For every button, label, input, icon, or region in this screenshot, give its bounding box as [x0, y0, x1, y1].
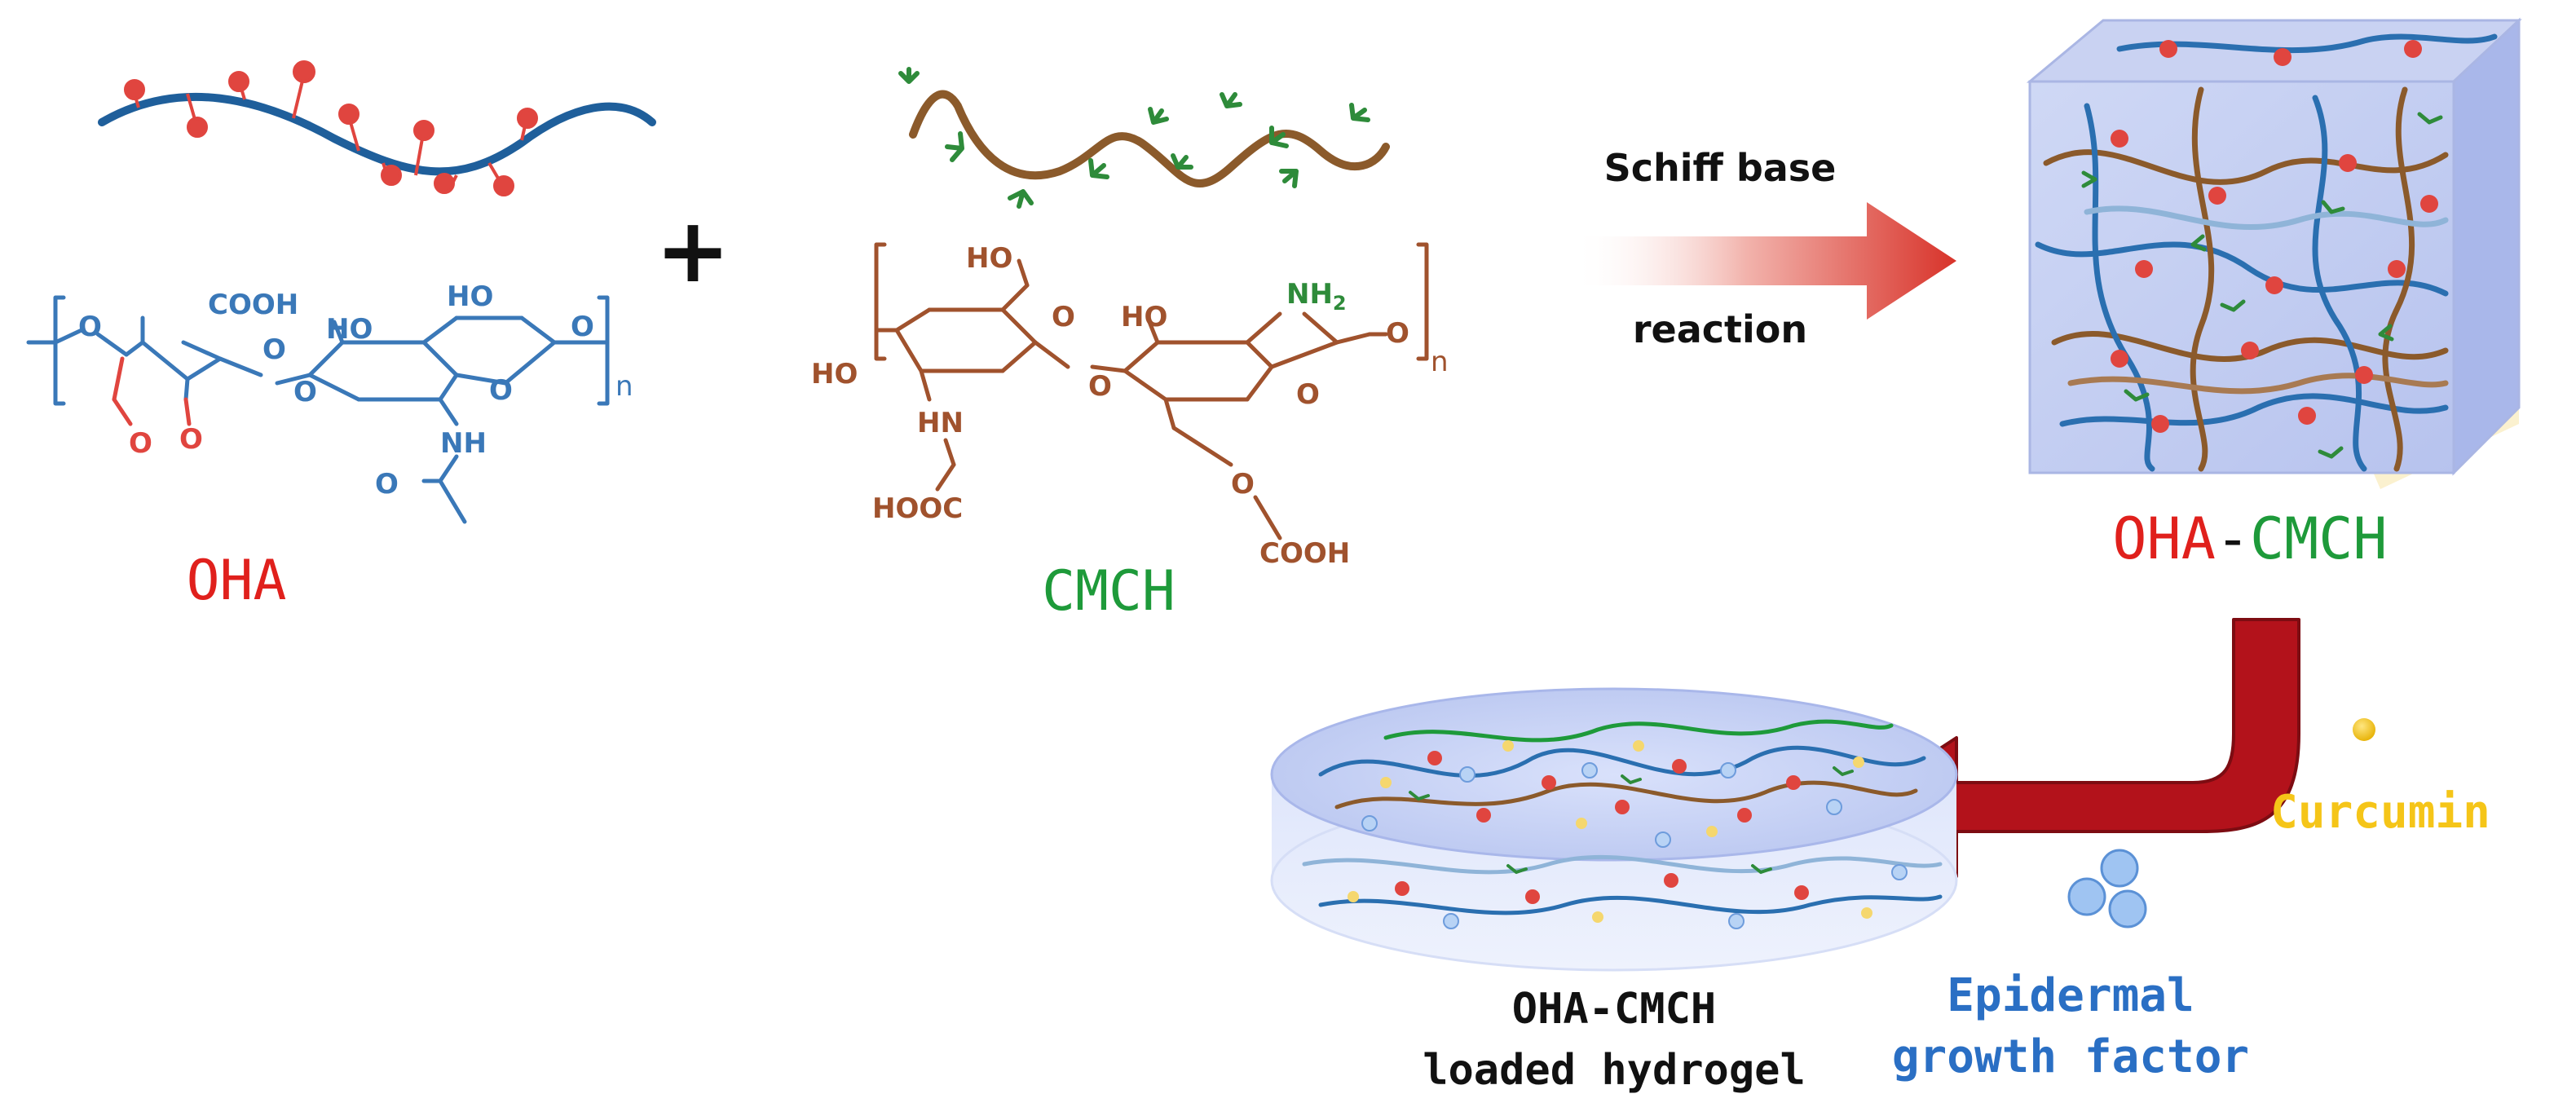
- oha-atom-o-link-left: O: [293, 376, 317, 408]
- oha-atom-o-right: O: [571, 311, 594, 343]
- cmch-atom-hn: HN: [917, 407, 964, 439]
- loading-arrow: [1849, 618, 2300, 878]
- disk-top: [1270, 687, 1958, 862]
- cmch-atom-nh2: NH2: [1286, 278, 1347, 315]
- cube-side: [2452, 17, 2521, 476]
- reaction-label-line2: reaction: [1633, 307, 1807, 351]
- curcumin-label: Curcumin: [2270, 786, 2490, 839]
- egf-label-line2: growth factor: [1892, 1030, 2249, 1083]
- cmch-atom-o-ether: O: [1231, 468, 1255, 501]
- oha-atom-ho2: HO: [447, 280, 493, 313]
- cmch-atom-n-sub: n: [1431, 346, 1449, 378]
- cmch-chain: [909, 90, 1390, 187]
- cmch-chain-illustration: [898, 67, 1390, 209]
- plus-sign: +: [655, 198, 730, 302]
- oha-atom-cooh: COOH: [208, 289, 298, 321]
- oha-chain: [98, 92, 656, 176]
- cmch-amine-branches: [898, 67, 1370, 209]
- oha-aldehyde-beads: [124, 60, 538, 196]
- oha-atom-ho: HO: [326, 313, 373, 346]
- oha-atom-n-sub: n: [615, 370, 633, 403]
- cmch-atom-ho-left: HO: [811, 358, 858, 390]
- oha-atom-o-link-mid: O: [489, 374, 513, 407]
- hydrogel-cube: [2026, 17, 2522, 489]
- oha-chain-illustration: [98, 60, 656, 196]
- cmch-label: CMCH: [1042, 559, 1176, 624]
- cmch-atom-o-right: O: [1386, 317, 1409, 350]
- egf-icon: [2067, 849, 2147, 929]
- loaded-label-line2: loaded hydrogel: [1423, 1046, 1806, 1095]
- oha-label: OHA: [187, 549, 287, 613]
- product-label-cmch: CMCH: [2250, 505, 2388, 572]
- loaded-label-line1: OHA-CMCH: [1512, 985, 1716, 1034]
- cmch-atom-cooh: COOH: [1259, 537, 1350, 570]
- oha-atom-o-ald1: O: [129, 427, 152, 460]
- product-label-backdrop: [2022, 489, 2478, 579]
- oha-atom-o-acetyl: O: [375, 468, 399, 501]
- loaded-hydrogel-disk: [1270, 687, 1958, 972]
- product-label: OHA-CMCH: [2112, 505, 2387, 572]
- cmch-atom-ho-top: HO: [966, 242, 1012, 275]
- oha-atom-o-ring1: O: [78, 311, 102, 343]
- cmch-atom-hooc: HOOC: [872, 492, 963, 525]
- oha-atom-o-ald2: O: [179, 423, 203, 456]
- product-label-oha: OHA: [2112, 505, 2215, 572]
- oha-structure: [26, 295, 610, 524]
- egf-label-line1: Epidermal: [1947, 969, 2194, 1022]
- oha-aldehydes: [112, 356, 192, 426]
- cmch-atom-o-ring2: O: [1296, 378, 1320, 411]
- reaction-label-line1: Schiff base: [1604, 146, 1837, 190]
- oha-atom-nh: NH: [440, 427, 487, 460]
- oha-atom-o-ring2: O: [262, 333, 286, 366]
- cmch-atom-o-link: O: [1088, 370, 1112, 403]
- cmch-atom-ho-mid: HO: [1121, 301, 1167, 333]
- cmch-structure: [874, 242, 1429, 540]
- curcumin-icon: [2353, 718, 2375, 741]
- schiff-base-arrow: [1573, 202, 1956, 320]
- cmch-atom-o-ring1: O: [1052, 301, 1075, 333]
- product-label-dash: -: [2216, 505, 2250, 572]
